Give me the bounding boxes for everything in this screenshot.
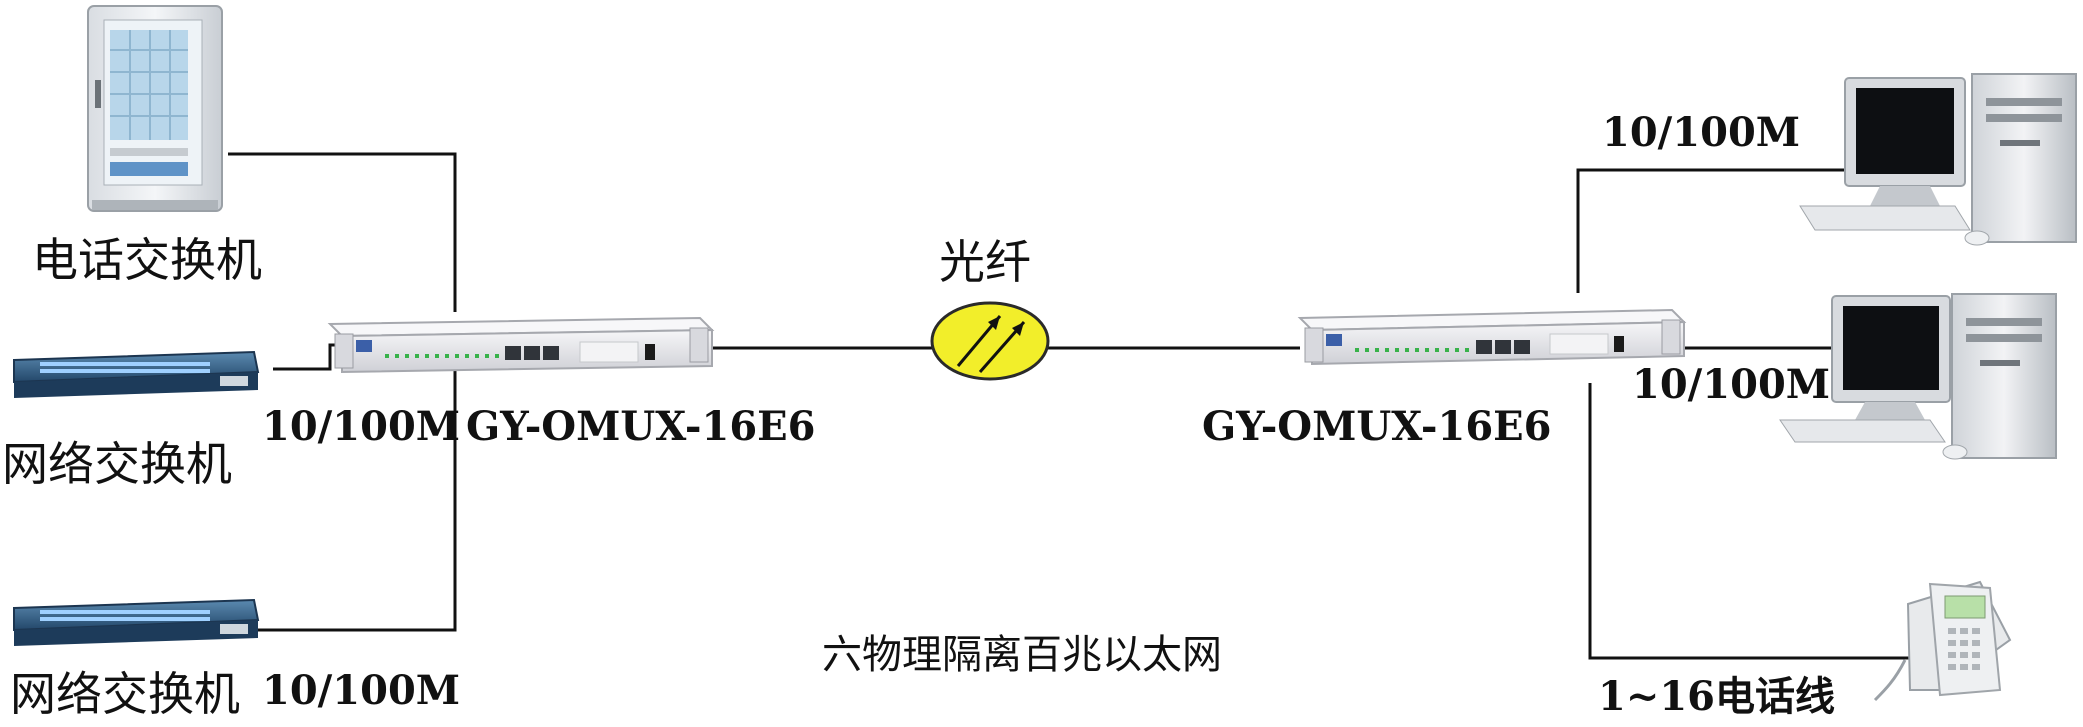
- desktop-computer-icon: [1779, 293, 2057, 460]
- phone-lines-label: 1~16电话线: [1598, 673, 1835, 720]
- fiber-optic-icon: [930, 301, 1050, 381]
- pc1-rate-label: 10/100M: [1602, 109, 1800, 156]
- network-switch-icon: [13, 350, 260, 398]
- connection-lines: [228, 152, 1910, 660]
- pbx-label: 电话交换机: [32, 233, 262, 287]
- mux-right-label: GY-OMUX-16E6: [1202, 403, 1552, 450]
- switch1-to-mux-line: [273, 343, 345, 371]
- switch2-label: 网络交换机: [10, 667, 240, 721]
- mux-left-label: GY-OMUX-16E6: [466, 403, 816, 450]
- pc2-rate-label: 10/100M: [1632, 361, 1830, 408]
- rack-multiplexer-icon: [1297, 308, 1687, 366]
- pbx-to-mux-line: [228, 152, 457, 312]
- fiber-label: 光纤: [939, 235, 1031, 289]
- rack-multiplexer-icon: [327, 316, 715, 374]
- switch1-rate-label: 10/100M: [262, 403, 460, 450]
- desktop-computer-icon: [1799, 73, 2077, 246]
- switch2-to-mux-line: [253, 345, 457, 632]
- mux-to-pc1-line: [1576, 168, 1845, 293]
- desk-telephone-icon: [1873, 580, 2012, 702]
- mux-to-phone-line: [1588, 383, 1910, 660]
- server-cabinet-icon: [87, 5, 223, 212]
- switch1-label: 网络交换机: [2, 437, 232, 491]
- caption: 六物理隔离百兆以太网: [822, 632, 1222, 678]
- switch2-rate-label: 10/100M: [262, 667, 460, 714]
- network-switch-icon: [13, 598, 260, 646]
